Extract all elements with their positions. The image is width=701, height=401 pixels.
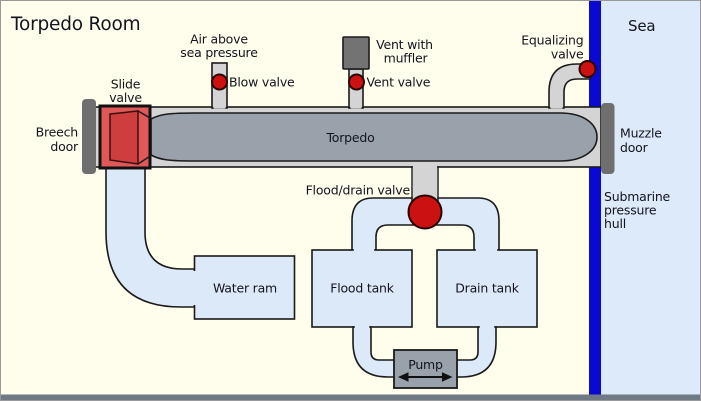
page-title: Torpedo Room bbox=[10, 14, 140, 35]
water-ram-pipe bbox=[105, 165, 196, 308]
pipe-junction-vent bbox=[350, 105, 362, 109]
vent-valve-label: Vent valve bbox=[367, 75, 431, 90]
pipe-junction-drain-bottom bbox=[479, 325, 495, 329]
pipe-junction-blow bbox=[213, 105, 226, 109]
muzzle-door-shape bbox=[601, 103, 615, 174]
pump-label: Pump bbox=[408, 357, 443, 372]
submarine-hull-label-line3: hull bbox=[604, 216, 626, 231]
flood-drain-valve-label: Flood/drain valve bbox=[306, 183, 411, 198]
blow-valve-icon bbox=[211, 73, 228, 91]
pump-arrow-left-icon bbox=[398, 372, 409, 382]
flood-drain-valve-icon bbox=[407, 194, 443, 230]
equalizing-valve-label-line1: Equalizing bbox=[521, 33, 583, 48]
muzzle-door-label-line1: Muzzle bbox=[620, 126, 662, 141]
pipe-junction-flood-bottom bbox=[354, 325, 370, 329]
vent-muffler-shape bbox=[342, 36, 370, 70]
slide-valve-label-line1: Slide bbox=[111, 77, 141, 92]
equalizing-pipe bbox=[548, 63, 591, 109]
drain-tank-label: Drain tank bbox=[455, 281, 519, 296]
breech-door-label-line2: door bbox=[50, 139, 79, 154]
pump-arrow-right-icon bbox=[442, 372, 453, 382]
breech-door-shape bbox=[82, 99, 96, 174]
equalizing-valve-label-line2: valve bbox=[551, 47, 584, 62]
flood-tank-label: Flood tank bbox=[330, 281, 395, 296]
air-above-label-line2: sea pressure bbox=[180, 45, 258, 60]
bottom-bar bbox=[0, 394, 701, 401]
torpedo-body bbox=[150, 112, 598, 162]
air-above-label-line1: Air above bbox=[190, 32, 248, 47]
slide-valve-door bbox=[109, 110, 139, 165]
pipe-junction-drain-top bbox=[475, 248, 498, 252]
vent-muffler-label-line1: Vent with bbox=[376, 37, 433, 52]
sea-label: Sea bbox=[628, 17, 655, 35]
flood-tank-shape bbox=[311, 249, 413, 328]
breech-door-label-line1: Breech bbox=[36, 125, 78, 140]
torpedo-label: Torpedo bbox=[325, 130, 374, 145]
slide-valve-label-line2: valve bbox=[109, 90, 142, 105]
submarine-hull-label-line1: Submarine bbox=[604, 189, 671, 204]
pipe-junction-equalizing bbox=[550, 105, 563, 109]
vent-valve-icon bbox=[348, 73, 365, 91]
pipe-junction-water-ram bbox=[192, 271, 197, 305]
vent-muffler-label-line2: muffler bbox=[384, 51, 429, 66]
submarine-pressure-hull bbox=[589, 0, 601, 401]
muzzle-door-label-line2: door bbox=[620, 140, 649, 155]
water-ram-label: Water ram bbox=[213, 281, 277, 296]
pump-shape bbox=[393, 349, 458, 389]
blow-valve-label: Blow valve bbox=[229, 75, 295, 90]
equalizing-valve-icon bbox=[578, 60, 597, 78]
slide-valve-linkage bbox=[137, 110, 152, 165]
sea-background bbox=[601, 0, 701, 401]
pipe-junction-flood-top bbox=[353, 248, 375, 252]
submarine-hull-label-line2: pressure bbox=[604, 203, 657, 218]
